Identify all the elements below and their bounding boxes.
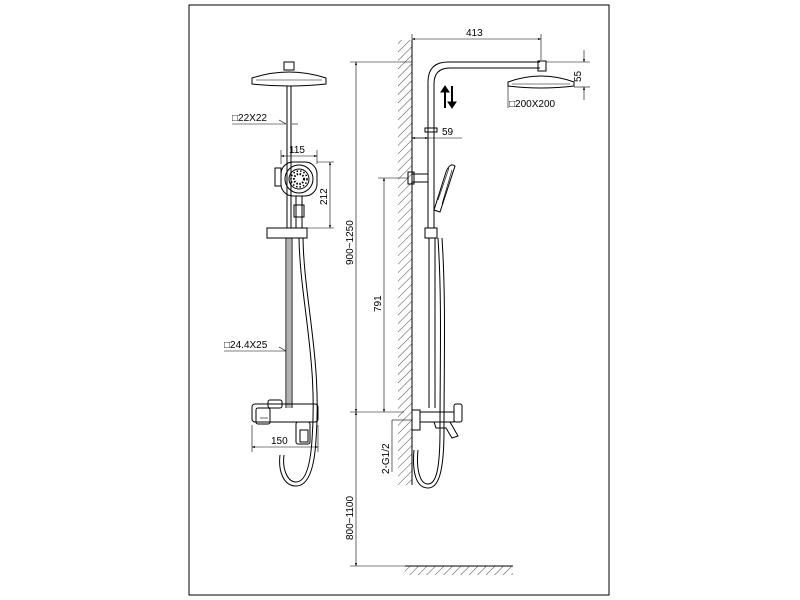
side-shower-arm [427, 60, 547, 130]
front-upper-riser [286, 86, 292, 228]
side-hand-shower [433, 164, 456, 228]
side-mixer [404, 403, 463, 439]
dim-wall-offset: 59 [411, 127, 462, 144]
dim-arm-reach: 413 [411, 28, 542, 60]
dim-mixer-width: 150 [251, 425, 319, 452]
front-hose [279, 237, 318, 487]
side-slider [424, 227, 438, 239]
front-slider [266, 227, 308, 239]
side-upper-riser [424, 127, 438, 228]
label-head-thickness: 55 [573, 70, 584, 82]
label-head-size: □200X200 [509, 99, 556, 110]
label-wall-offset: 59 [442, 127, 454, 138]
label-mount-height: 800~1100 [345, 496, 356, 540]
dim-height-adjust: 900~1250 [345, 61, 412, 413]
label-height-adjust: 900~1250 [345, 220, 356, 265]
dim-handshower-height: 212 [306, 161, 334, 229]
front-lower-riser [285, 238, 293, 408]
label-square-tube-top: □22X22 [232, 113, 267, 124]
dim-handshower-width: 115 [280, 145, 318, 164]
wall [398, 40, 413, 485]
dim-mount-height: 800~1100 [345, 411, 405, 567]
label-square-tube-bottom: □24.4X25 [224, 340, 268, 351]
front-mixer [251, 399, 319, 445]
dim-mixer-to-bracket: 791 [373, 177, 408, 413]
dim-square-tube-bottom: □24.4X25 [224, 340, 287, 352]
side-lower-riser [428, 238, 436, 408]
side-hose [413, 237, 445, 489]
side-view: 413 55 □200X200 59 900~1250 [345, 28, 590, 575]
front-shower-head [251, 61, 327, 87]
height-adjust-arrows-icon [440, 85, 457, 109]
label-handshower-width: 115 [289, 145, 305, 156]
label-mixer-to-bracket: 791 [373, 295, 384, 312]
dim-inlet-thread: 2-G1/2 [381, 419, 404, 474]
label-mixer-width: 150 [271, 436, 288, 447]
front-hand-shower [274, 161, 318, 228]
dim-square-tube-top: □22X22 [232, 113, 298, 125]
floor [405, 565, 513, 575]
dim-head-size: □200X200 [507, 86, 556, 110]
front-view: □22X22 115 212 □24.4X25 150 [224, 61, 334, 487]
side-shower-head [507, 75, 575, 89]
label-inlet-thread: 2-G1/2 [381, 443, 392, 474]
label-arm-reach: 413 [466, 28, 483, 39]
dim-head-thickness: 55 [546, 50, 590, 100]
label-handshower-height: 212 [319, 188, 330, 205]
drawing-frame [188, 4, 610, 596]
